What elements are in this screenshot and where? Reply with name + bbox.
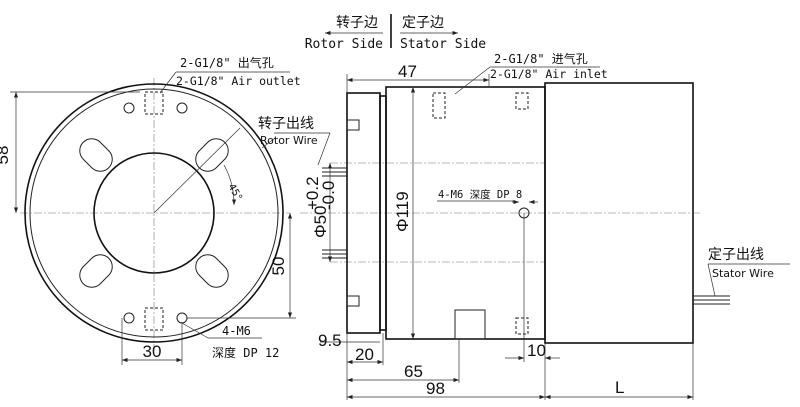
rotor-wire-leads xyxy=(322,167,347,259)
stator-side-cn: 定子边 xyxy=(402,15,444,31)
dim-47: 47 xyxy=(398,62,417,81)
stator-wire-en: Stator Wire xyxy=(712,267,774,280)
dim-65: 65 xyxy=(404,362,423,381)
stator-body xyxy=(544,82,694,344)
dim-10: 10 xyxy=(527,341,546,360)
outer-flange xyxy=(24,83,284,343)
dim-58: 58 xyxy=(0,146,12,165)
dim-20: 20 xyxy=(355,345,374,364)
stator-wire-cn: 定子出线 xyxy=(708,247,764,263)
holes-label: 4-M6 xyxy=(222,324,251,338)
dim-98: 98 xyxy=(426,379,445,398)
side-header: 转子边 定子边 Rotor Side Stator Side xyxy=(305,14,486,52)
dim-50: 50 xyxy=(269,257,288,276)
dim-9-5: 9.5 xyxy=(318,331,342,350)
end-view: 45° 58 50 30 2-G1/8" 出气孔 2-G1/8" Air out… xyxy=(0,55,331,365)
holes-depth: 深度 DP 12 xyxy=(212,345,279,360)
rotor-side-en: Rotor Side xyxy=(305,37,383,52)
dim-119: Φ119 xyxy=(393,191,412,232)
side-holes-label: 4-M6 深度 DP 8 xyxy=(438,188,522,201)
dim-bore: Φ50 xyxy=(311,206,330,238)
bore-tol-lower: -0.0 xyxy=(319,181,338,210)
stator-side-en: Stator Side xyxy=(400,37,486,52)
bore-circle xyxy=(93,152,215,274)
air-inlet-label-en: 2-G1/8" Air inlet xyxy=(490,67,608,81)
side-view: 47 2-G1/8" 进气孔 2-G1/8" Air inlet Φ50 +0.… xyxy=(300,51,790,400)
air-inlet-label-cn: 2-G1/8" 进气孔 xyxy=(494,51,588,66)
rotor-side-cn: 转子边 xyxy=(336,15,378,31)
dim-L: L xyxy=(615,378,624,397)
bore-tol-upper: +0.2 xyxy=(303,176,322,210)
air-outlet-label-en: 2-G1/8" Air outlet xyxy=(176,74,301,88)
dim-30: 30 xyxy=(143,342,162,361)
angle-label: 45° xyxy=(225,182,243,203)
rotor-wire-en: Rotor Wire xyxy=(260,134,318,147)
air-outlet-label-cn: 2-G1/8" 出气孔 xyxy=(180,55,274,70)
stator-wire-leads xyxy=(693,295,730,305)
rotor-wire-cn: 转子出线 xyxy=(258,116,314,132)
